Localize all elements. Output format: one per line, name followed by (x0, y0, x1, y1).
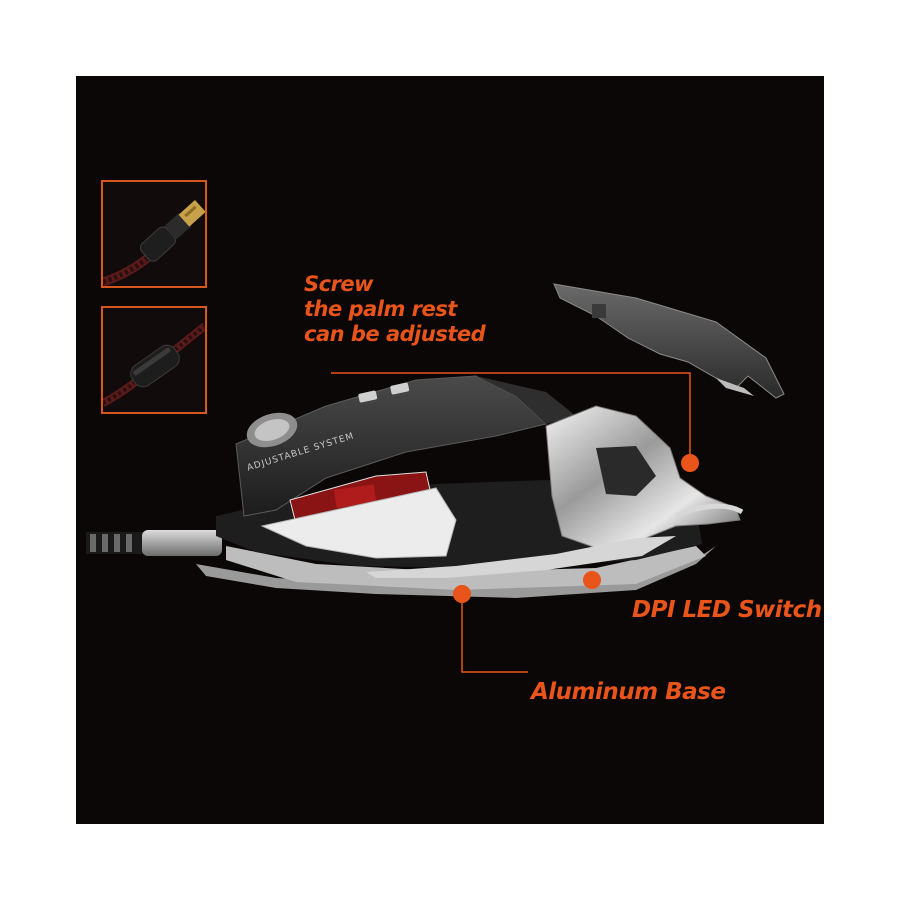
aluminum-base-callout: Aluminum Base (531, 679, 726, 705)
product-photo-panel: ADJUSTABLE SYSTEM Screw the palm rest ca… (76, 76, 824, 824)
usb-connector-thumbnail (101, 180, 207, 288)
base-hotspot (453, 585, 471, 603)
palm-rest-callout-line2: the palm rest (304, 297, 457, 321)
palm-rest-callout-line1: Screw (304, 272, 374, 296)
dpi-switch-hotspot (583, 571, 601, 589)
cable-ferrite-icon (103, 308, 205, 412)
dpi-switch-callout: DPI LED Switch (632, 597, 822, 623)
mouse-cable (86, 530, 222, 556)
cable-ferrite-thumbnail (101, 306, 207, 414)
palm-rest-hotspot (681, 454, 699, 472)
usb-connector-icon (103, 182, 205, 286)
mouse-body (196, 375, 744, 598)
palm-rest-cover (553, 283, 785, 399)
gaming-mouse-illustration (86, 283, 785, 673)
palm-rest-callout-line3: can be adjusted (304, 322, 486, 346)
palm-rest-callout: Screw the palm rest can be adjusted (304, 272, 486, 347)
